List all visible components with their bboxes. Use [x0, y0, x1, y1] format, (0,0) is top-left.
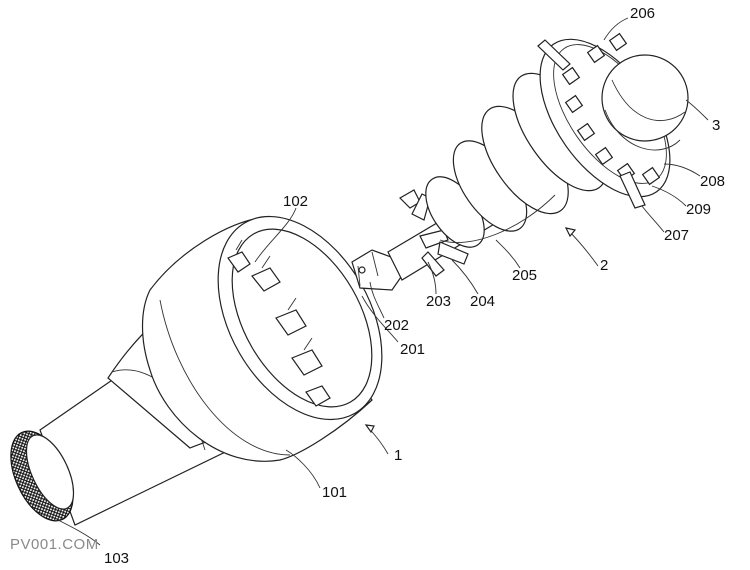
watermark: PV001.COM — [10, 536, 99, 553]
housing-part-1 — [10, 215, 383, 526]
prong-bottom — [619, 171, 646, 209]
label-102: 102 — [283, 193, 308, 210]
label-205: 205 — [512, 267, 537, 284]
leader-lines — [57, 17, 709, 546]
label-201: 201 — [400, 341, 425, 358]
label-3: 3 — [712, 117, 720, 134]
cap-assembly — [537, 32, 689, 209]
shaft-end-edges — [357, 251, 379, 287]
internal-vanes — [227, 239, 331, 407]
cage-teeth — [561, 32, 661, 186]
shaft-hole — [358, 266, 366, 274]
end-cap-inner — [25, 434, 75, 510]
label-103: 103 — [104, 550, 129, 567]
label-204: 204 — [470, 293, 495, 310]
label-203: 203 — [426, 293, 451, 310]
label-2: 2 — [600, 257, 608, 274]
reference-labels: 102 1 101 103 201 202 203 204 205 2 206 … — [104, 5, 725, 567]
label-208: 208 — [700, 173, 725, 190]
label-207: 207 — [664, 227, 689, 244]
label-101: 101 — [322, 484, 347, 501]
label-209: 209 — [686, 201, 711, 218]
cup-shade-line — [159, 299, 291, 456]
label-206: 206 — [630, 5, 655, 22]
ball-mesh — [604, 79, 686, 151]
label-202: 202 — [384, 317, 409, 334]
ball — [601, 54, 689, 142]
label-1: 1 — [394, 447, 402, 464]
prong-top — [537, 39, 571, 71]
